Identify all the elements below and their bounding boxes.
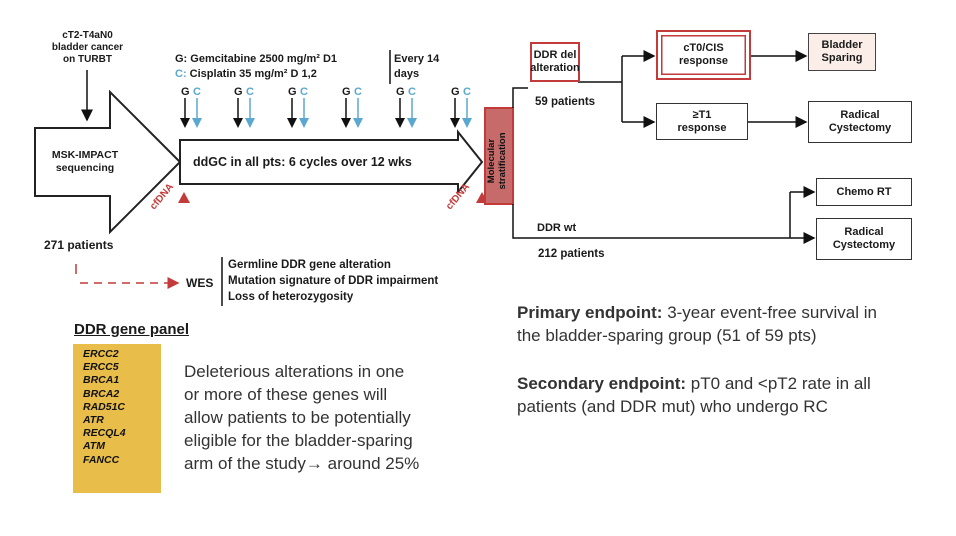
gene-item: ATR (83, 414, 104, 427)
ddr-wt-label: DDR wt (537, 222, 577, 234)
cycle-label-c: C (408, 86, 416, 98)
primary-endpoint: Primary endpoint: 3-year event-free surv… (517, 303, 877, 345)
molecular-box (484, 107, 514, 205)
gene-item: ERCC5 (83, 361, 119, 374)
treatment-arrow-shape (179, 129, 484, 195)
gene-item: ERCC2 (83, 348, 119, 360)
cycle-arrows (180, 98, 472, 128)
gene-item: FANCC (83, 453, 120, 466)
gene-panel-title: DDR gene panel (74, 321, 190, 338)
ddr-wt-line (512, 204, 790, 239)
gene-item: ATM (83, 440, 105, 453)
wes-item: Mutation signature of DDR impairment (228, 275, 439, 287)
cycle-label-c: C (354, 86, 362, 98)
secondary-endpoint: Secondary endpoint: pT0 and <pT2 rate in… (517, 374, 871, 416)
sequencing-label: MSK-IMPACT sequencing (51, 149, 119, 174)
cycle-label-c: C (463, 86, 471, 98)
cycle-label-c: C (300, 86, 308, 98)
gene-panel: ERCC2 ERCC5 BRCA1 BRCA2 RAD51C ATR RECQL… (73, 344, 161, 493)
cycle-label-c: C (246, 86, 254, 98)
ddr-del-patients: 59 patients (535, 96, 596, 108)
treatment-arrow-label: ddGC in all pts: 6 cycles over 12 wks (193, 155, 412, 169)
ddr-wt-patients: 212 patients (538, 248, 605, 260)
cfdna-marker-1 (178, 192, 190, 203)
inclusion-text: cT2-T4aN0 bladder cancer on TURBT (51, 30, 124, 65)
molecular-label: Molecular stratification (486, 132, 508, 190)
cycle-label-g: G (451, 86, 460, 98)
cycle-label-g: G (288, 86, 297, 98)
sequencing-arrow (34, 89, 182, 235)
gene-panel-description: Deleterious alterations in one or more o… (184, 362, 420, 473)
cycle-label-c: C (193, 86, 201, 98)
ddr-del-line (512, 87, 528, 108)
wes-item: Loss of heterozygosity (228, 291, 354, 303)
cycle-label-g: G (234, 86, 243, 98)
patients-total: 271 patients (44, 238, 114, 252)
wes-list: Germline DDR gene alteration Mutation si… (228, 257, 438, 305)
gene-item: RAD51C (83, 400, 126, 413)
wes-label: WES (186, 276, 214, 290)
cycle-label-g: G (181, 86, 190, 98)
chemo-rt-box: Chemo RT (816, 178, 912, 206)
wes-item: Germline DDR gene alteration (228, 259, 391, 271)
regimen-frequency: Every 14 days (394, 53, 440, 80)
gene-item: BRCA2 (83, 387, 120, 400)
regimen-text: G: Gemcitabine 2500 mg/m² D1 C: Cisplati… (175, 53, 338, 80)
gene-item: BRCA1 (83, 374, 120, 387)
cycle-label-g: G (396, 86, 405, 98)
gene-item: RECQL4 (83, 427, 126, 440)
cycle-label-g: G (342, 86, 351, 98)
